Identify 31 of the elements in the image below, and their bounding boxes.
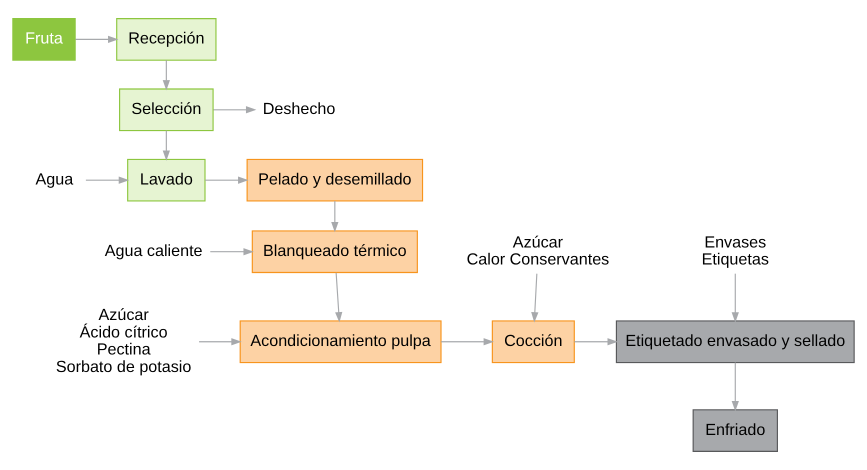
arrow — [335, 272, 342, 323]
node-text: Envases Etiquetas — [702, 233, 769, 269]
arrow — [76, 36, 118, 44]
arrow — [162, 130, 170, 161]
arrow — [732, 362, 739, 412]
arrow — [732, 274, 739, 323]
arrow — [214, 106, 256, 114]
node-box: Lavado — [127, 158, 206, 202]
node-box: Recepción — [116, 18, 217, 61]
arrow — [199, 338, 242, 346]
arrow — [86, 176, 130, 184]
arrow — [210, 248, 254, 256]
arrow — [205, 176, 248, 184]
node-box: Enfriado — [692, 409, 778, 452]
node-text: Agua — [36, 170, 74, 188]
node-box: Blanqueado térmico — [252, 230, 418, 274]
node-box: Pelado y desemillado — [246, 158, 424, 202]
arrow — [162, 60, 170, 90]
node-text: Azúcar Calor Conservantes — [466, 233, 610, 269]
arrow — [531, 274, 538, 323]
node-text: Agua caliente — [104, 242, 203, 260]
node-text: Azúcar Ácido cítrico Pectina Sorbato de potasio — [56, 306, 192, 376]
arrow — [331, 201, 338, 232]
arrow — [574, 338, 618, 346]
node-box: Etiquetado envasado y sellado — [616, 320, 855, 364]
arrow — [441, 338, 494, 346]
node-box: Fruta — [12, 18, 76, 61]
node-box: Acondicionamiento pulpa — [240, 320, 442, 364]
node-text: Deshecho — [262, 100, 336, 118]
node-box: Selección — [119, 88, 214, 132]
node-box: Cocción — [492, 320, 575, 364]
